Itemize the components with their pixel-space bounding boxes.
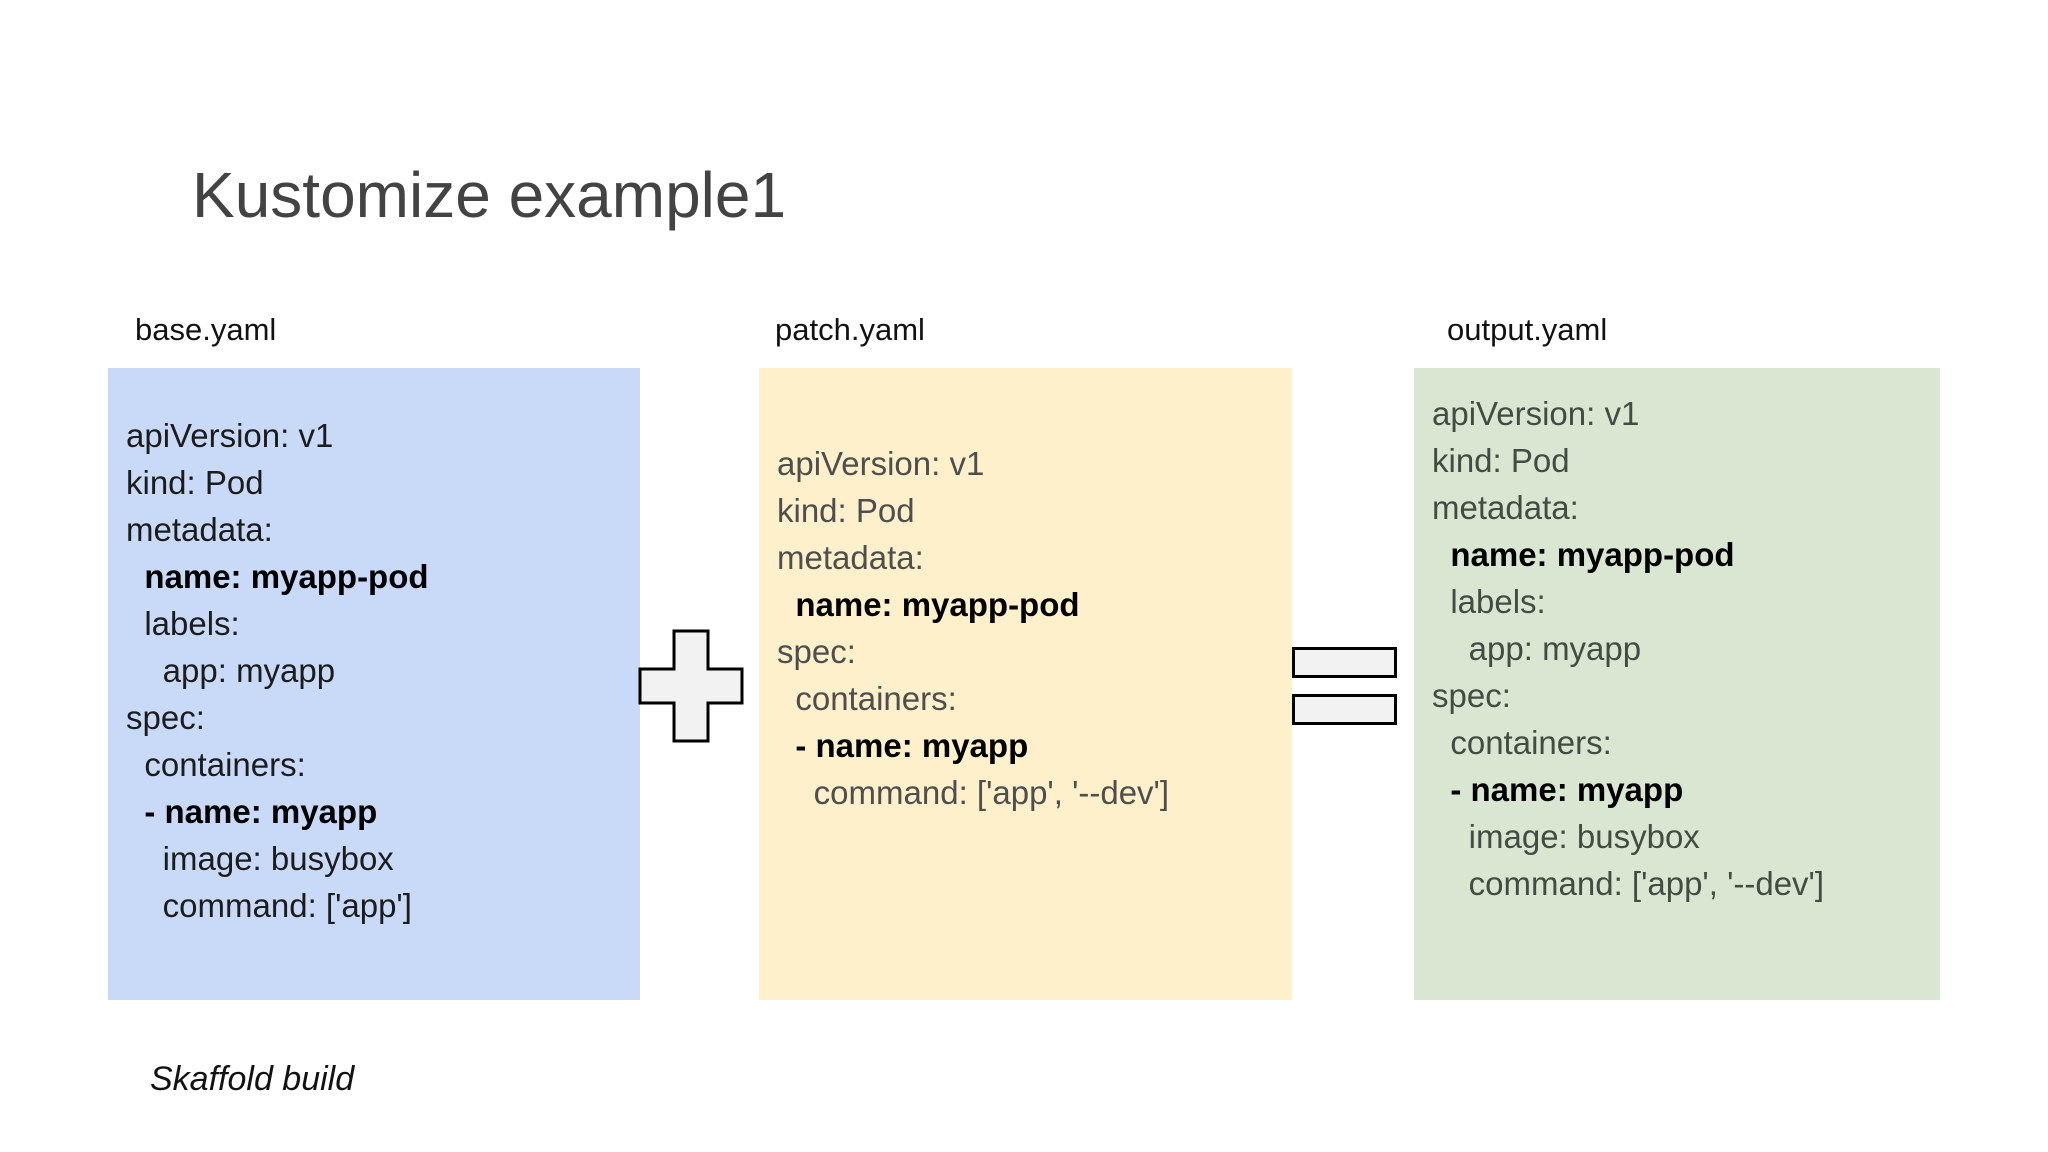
code-block-base: apiVersion: v1 kind: Pod metadata: name:… xyxy=(108,368,640,1000)
yaml-line: apiVersion: v1 xyxy=(126,417,334,454)
yaml-line: metadata: xyxy=(1432,489,1579,526)
caption-skaffold-build: Skaffold build xyxy=(150,1060,355,1098)
yaml-line: command: ['app'] xyxy=(126,887,412,924)
code-block-patch: apiVersion: v1 kind: Pod metadata: name:… xyxy=(759,368,1292,1000)
yaml-line: kind: Pod xyxy=(126,464,264,501)
yaml-line: kind: Pod xyxy=(1432,442,1570,479)
yaml-line: spec: xyxy=(1432,677,1511,714)
equals-bar-top xyxy=(1292,647,1397,678)
yaml-line: metadata: xyxy=(126,511,273,548)
yaml-line: command: ['app', '--dev'] xyxy=(1432,865,1825,902)
yaml-line: - name: myapp xyxy=(1432,771,1684,808)
file-label-base: base.yaml xyxy=(135,312,277,347)
yaml-line: spec: xyxy=(126,699,205,736)
yaml-line: name: myapp-pod xyxy=(777,586,1080,623)
file-label-output: output.yaml xyxy=(1447,312,1608,347)
yaml-line: labels: xyxy=(1432,583,1546,620)
yaml-line: spec: xyxy=(777,633,856,670)
plus-icon xyxy=(638,629,744,743)
yaml-line: app: myapp xyxy=(126,652,336,689)
yaml-line: image: busybox xyxy=(1432,818,1700,855)
yaml-line: - name: myapp xyxy=(777,727,1029,764)
code-block-output: apiVersion: v1 kind: Pod metadata: name:… xyxy=(1414,368,1940,1000)
yaml-line: containers: xyxy=(1432,724,1612,761)
yaml-line: name: myapp-pod xyxy=(1432,536,1735,573)
file-label-patch: patch.yaml xyxy=(775,312,925,347)
yaml-line: image: busybox xyxy=(126,840,394,877)
yaml-line: kind: Pod xyxy=(777,492,915,529)
yaml-line: metadata: xyxy=(777,539,924,576)
yaml-line: - name: myapp xyxy=(126,793,378,830)
yaml-line: apiVersion: v1 xyxy=(1432,395,1640,432)
yaml-line: name: myapp-pod xyxy=(126,558,429,595)
yaml-line: app: myapp xyxy=(1432,630,1642,667)
yaml-line: containers: xyxy=(126,746,306,783)
yaml-line: apiVersion: v1 xyxy=(777,445,985,482)
yaml-line: containers: xyxy=(777,680,957,717)
yaml-line: command: ['app', '--dev'] xyxy=(777,774,1170,811)
yaml-line: labels: xyxy=(126,605,240,642)
page-title: Kustomize example1 xyxy=(192,159,787,231)
equals-bar-bottom xyxy=(1292,694,1397,725)
